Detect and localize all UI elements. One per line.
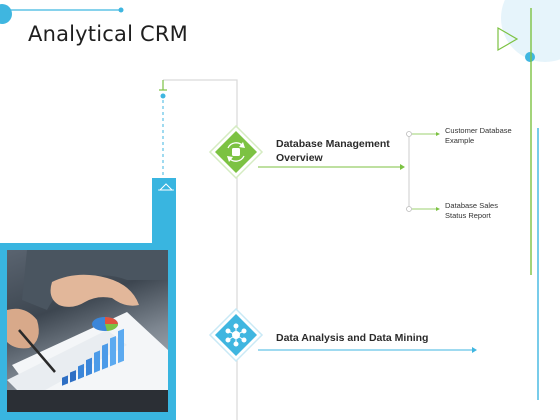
network-hub-icon	[225, 323, 247, 347]
top-node-arrow-head	[400, 164, 405, 170]
laptop-edge	[7, 390, 168, 412]
paper-pie-chart	[92, 317, 119, 331]
pen-shape	[18, 329, 56, 373]
paper-sheet-back	[7, 330, 127, 400]
branch-label-database-sales-line2: Status Report	[445, 211, 491, 220]
database-management-label: Database Management Overview	[276, 137, 390, 165]
database-management-label-line1: Database Management	[276, 138, 390, 150]
branch-label-customer-database-line1: Customer Database	[445, 126, 512, 135]
database-management-label-line2: Overview	[276, 152, 323, 164]
connector-dot	[160, 93, 166, 99]
branch-label-database-sales-line1: Database Sales	[445, 201, 498, 210]
photo-illustration	[7, 250, 168, 412]
hand-shape	[50, 274, 139, 307]
small-blue-dot	[525, 52, 535, 62]
triangle-outline-decoration	[497, 26, 519, 52]
top-node-diamond	[208, 124, 264, 180]
top-line-dot	[118, 7, 124, 13]
business-report-chart-photo	[7, 250, 168, 412]
data-analysis-label: Data Analysis and Data Mining	[276, 332, 429, 344]
database-sync-icon	[227, 142, 245, 162]
branch-arrow-1-head	[436, 132, 440, 136]
bottom-node-arrow-head	[472, 347, 477, 353]
branch-arrow-2-head	[436, 207, 440, 211]
branch-label-database-sales: Database Sales Status Report	[445, 201, 498, 221]
paper-bar-chart	[62, 328, 124, 386]
branch-label-customer-database-line2: Example	[445, 136, 475, 145]
page-title: Analytical CRM	[28, 22, 188, 46]
bottom-node-diamond	[208, 307, 264, 363]
corner-circle-decoration	[0, 4, 12, 24]
main-connector-line	[163, 79, 238, 420]
left-hand-shape	[7, 308, 39, 349]
branch-label-customer-database: Customer Database Example	[445, 126, 512, 146]
branch-node-bottom	[406, 206, 412, 212]
branch-node-top	[406, 131, 412, 137]
sleeve-shape	[22, 250, 168, 310]
